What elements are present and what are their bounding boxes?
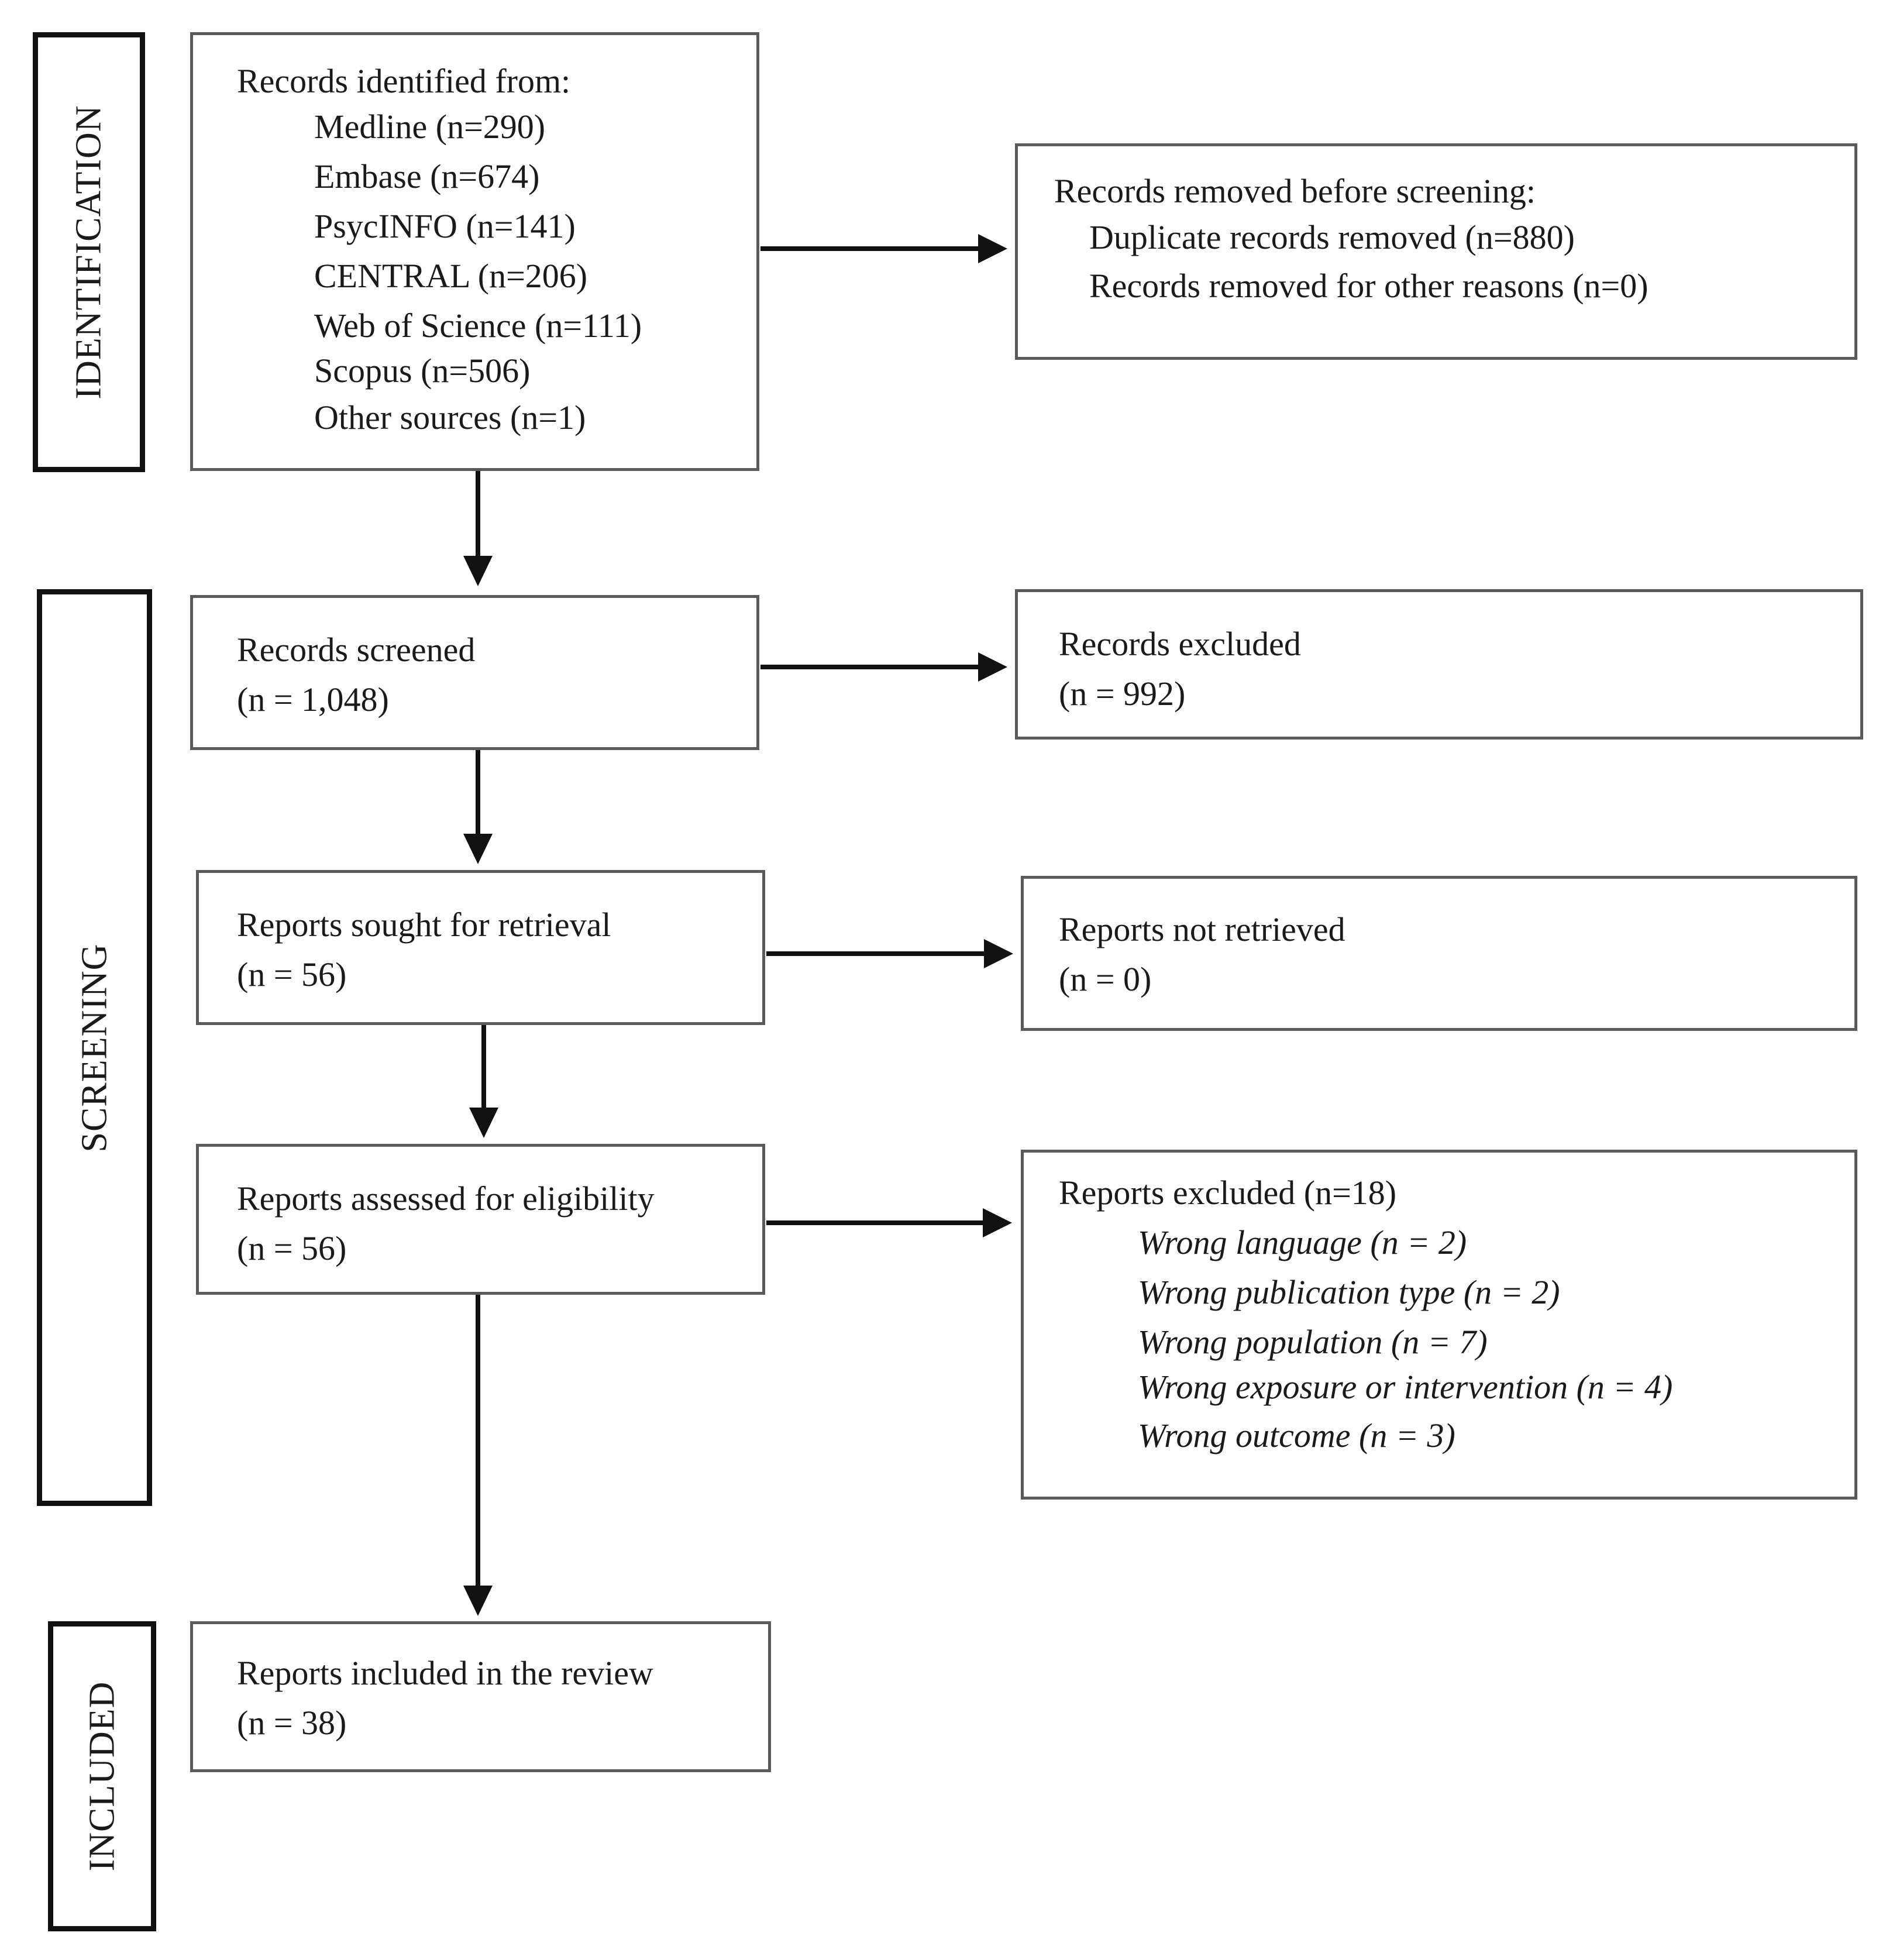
reports-included-label: Reports included in the review xyxy=(237,1654,653,1692)
reports-excluded-heading: Reports excluded (n=18) xyxy=(1059,1174,1397,1212)
source-web-of-science: Web of Science (n=111) xyxy=(314,307,642,345)
reports-sought-count: (n = 56) xyxy=(237,955,347,993)
records-excluded-count: (n = 992) xyxy=(1059,675,1186,713)
records-excluded-box: Records excluded (n = 992) xyxy=(1015,589,1863,740)
duplicate-records-removed: Duplicate records removed (n=880) xyxy=(1089,218,1575,256)
reports-assessed-box: Reports assessed for eligibility (n = 56… xyxy=(196,1144,765,1295)
arrowhead-excluded xyxy=(978,652,1007,682)
arrowhead-included xyxy=(463,1586,493,1616)
records-screened-count: (n = 1,048) xyxy=(237,680,389,718)
arrowhead-screened xyxy=(463,556,493,586)
reason-wrong-language: Wrong language (n = 2) xyxy=(1138,1223,1467,1261)
records-screened-label: Records screened xyxy=(237,631,476,669)
reports-not-retrieved-label: Reports not retrieved xyxy=(1059,910,1345,948)
reports-not-retrieved-box: Reports not retrieved (n = 0) xyxy=(1021,876,1857,1031)
source-scopus: Scopus (n=506) xyxy=(314,352,531,390)
reason-wrong-publication-type: Wrong publication type (n = 2) xyxy=(1138,1273,1560,1311)
records-identified-heading: Records identified from: xyxy=(237,62,571,100)
reason-wrong-outcome: Wrong outcome (n = 3) xyxy=(1138,1416,1455,1454)
reports-not-retrieved-count: (n = 0) xyxy=(1059,960,1152,998)
arrowhead-removed xyxy=(978,234,1007,263)
arrowhead-assessed xyxy=(469,1108,498,1138)
reports-sought-label: Reports sought for retrieval xyxy=(237,906,611,944)
reports-assessed-count: (n = 56) xyxy=(237,1229,347,1267)
records-excluded-label: Records excluded xyxy=(1059,625,1301,663)
arrowhead-reports-excluded xyxy=(983,1208,1012,1237)
stage-included: INCLUDED xyxy=(48,1621,156,1931)
records-screened-box: Records screened (n = 1,048) xyxy=(190,595,759,750)
reason-wrong-exposure: Wrong exposure or intervention (n = 4) xyxy=(1138,1368,1673,1406)
reports-assessed-label: Reports assessed for eligibility xyxy=(237,1180,655,1218)
source-psycinfo: PsycINFO (n=141) xyxy=(314,207,576,245)
reports-excluded-box: Reports excluded (n=18) Wrong language (… xyxy=(1021,1150,1857,1500)
source-embase: Embase (n=674) xyxy=(314,157,540,195)
source-other: Other sources (n=1) xyxy=(314,398,586,436)
records-removed-heading: Records removed before screening: xyxy=(1054,172,1536,210)
reason-wrong-population: Wrong population (n = 7) xyxy=(1138,1323,1488,1361)
arrowhead-not-retrieved xyxy=(984,939,1013,968)
reports-included-count: (n = 38) xyxy=(237,1704,347,1742)
records-identified-box: Records identified from: Medline (n=290)… xyxy=(190,32,759,471)
stage-screening: SCREENING xyxy=(37,589,152,1506)
records-removed-other: Records removed for other reasons (n=0) xyxy=(1089,267,1648,305)
stage-identification: IDENTIFICATION xyxy=(33,32,145,472)
arrowhead-sought xyxy=(463,834,493,864)
reports-sought-box: Reports sought for retrieval (n = 56) xyxy=(196,870,765,1025)
source-central: CENTRAL (n=206) xyxy=(314,257,588,295)
reports-included-box: Reports included in the review (n = 38) xyxy=(190,1621,771,1772)
records-removed-box: Records removed before screening: Duplic… xyxy=(1015,143,1857,360)
source-medline: Medline (n=290) xyxy=(314,108,546,146)
